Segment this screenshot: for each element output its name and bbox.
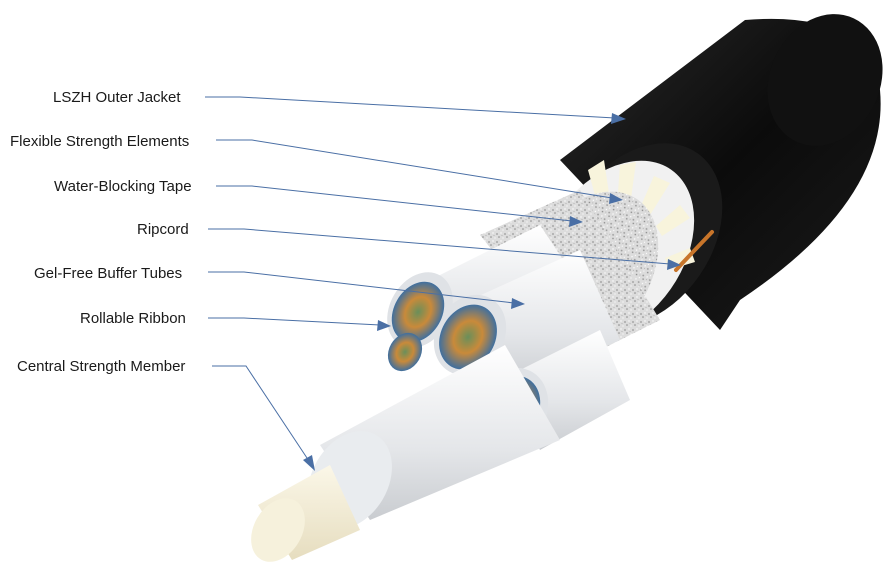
arrowhead-outer-jacket xyxy=(611,113,626,124)
labels: LSZH Outer Jacket Flexible Strength Elem… xyxy=(10,89,192,375)
arrowhead-ripcord xyxy=(667,259,681,270)
label-buffer-tubes: Gel-Free Buffer Tubes xyxy=(34,265,182,282)
arrowhead-rollable-ribbon xyxy=(377,320,391,331)
arrowhead-buffer-tubes xyxy=(511,298,525,309)
leader-central-strength-member xyxy=(212,365,310,462)
arrowhead-strength-elements xyxy=(609,193,623,204)
leader-lines xyxy=(205,96,681,471)
label-outer-jacket: LSZH Outer Jacket xyxy=(53,89,181,106)
leader-buffer-tubes xyxy=(208,271,515,304)
label-water-blocking-tape: Water-Blocking Tape xyxy=(54,178,192,195)
leader-water-blocking-tape xyxy=(216,185,573,222)
label-central-strength-member: Central Strength Member xyxy=(17,358,185,375)
leader-strength-elements xyxy=(216,139,613,199)
arrowhead-water-blocking-tape xyxy=(569,216,583,227)
leader-ripcord xyxy=(208,228,671,265)
leader-rollable-ribbon xyxy=(208,317,381,326)
label-ripcord: Ripcord xyxy=(137,221,189,238)
ripcord-shape xyxy=(674,230,714,272)
label-rollable-ribbon: Rollable Ribbon xyxy=(80,310,186,327)
arrowhead-central-strength-member xyxy=(303,455,315,471)
leader-outer-jacket xyxy=(205,96,616,119)
central-member-shape xyxy=(251,345,560,562)
label-strength-elements: Flexible Strength Elements xyxy=(10,133,189,150)
